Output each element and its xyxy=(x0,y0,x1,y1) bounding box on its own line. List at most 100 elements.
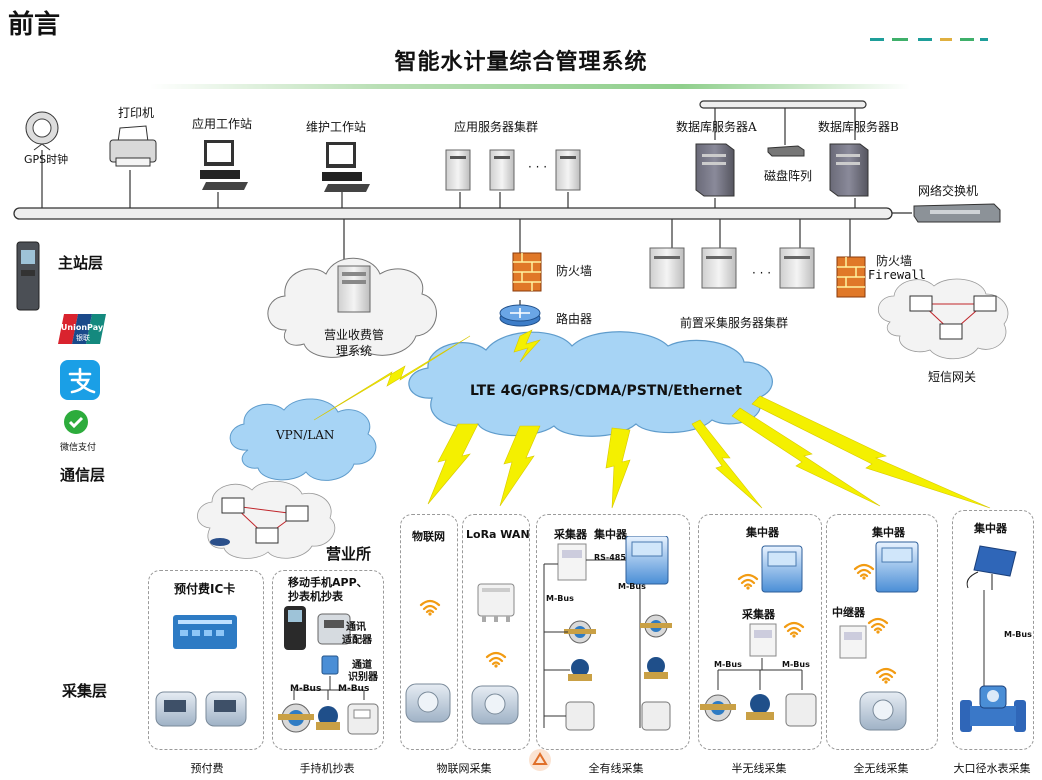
layer-master-label: 主站层 xyxy=(58,254,104,272)
full-meter-icon xyxy=(859,691,907,731)
semi-bus-2: M-Bus xyxy=(782,660,810,669)
adapter-label-1: 通讯 xyxy=(346,622,366,633)
prepaid-title: 预付费IC卡 xyxy=(174,582,236,596)
handheld-bus-2: M-Bus xyxy=(338,684,370,694)
sms-gateway-label: 短信网关 xyxy=(928,370,977,384)
wifi-icon xyxy=(867,617,889,634)
full-caption: 全无线采集 xyxy=(853,762,909,775)
prepaid-meters-icon xyxy=(155,691,247,727)
layer-collect-label: 采集层 xyxy=(62,682,108,700)
channel-label-1: 通道 xyxy=(352,660,372,671)
front-cluster-ellipsis: · · · xyxy=(752,266,772,280)
prepaid-caption: 预付费 xyxy=(190,762,224,775)
ic-card-icon xyxy=(173,615,237,649)
gps-clock-icon xyxy=(25,111,59,151)
db-bus xyxy=(699,100,867,109)
router-label: 路由器 xyxy=(556,312,593,326)
large-concentrator-label: 集中器 xyxy=(974,522,1007,535)
app-cluster-label: 应用服务器集群 xyxy=(454,120,539,134)
front-cluster-label: 前置采集服务器集群 xyxy=(680,316,789,330)
semi-bus-and-meters xyxy=(700,658,817,727)
wired-mbus-left: M-Bus xyxy=(546,594,574,603)
large-bus-line xyxy=(983,590,985,686)
lora-title: LoRa WAN xyxy=(466,528,530,541)
handheld-title-2: 抄表机抄表 xyxy=(288,590,343,603)
semi-collector-label: 采集器 xyxy=(742,608,775,621)
semi-concentrator-label: 集中器 xyxy=(746,526,779,539)
app-server-cluster-icon xyxy=(445,149,581,191)
app-workstation-icon xyxy=(200,140,248,190)
wifi-icon xyxy=(783,621,805,638)
front-server-cluster-icon xyxy=(649,247,815,289)
billing-label-1: 营业收费管 xyxy=(324,328,385,342)
semi-concentrator-icon xyxy=(761,545,803,593)
lora-gateway-icon xyxy=(477,583,515,622)
wifi-icon xyxy=(737,573,759,590)
title-underline xyxy=(150,84,910,89)
firewall-icon xyxy=(512,252,542,292)
large-concentrator-icon xyxy=(966,545,1017,590)
firewall-2-en-label: Firewall xyxy=(868,268,926,282)
wired-concentrator-label: 集中器 xyxy=(594,528,627,541)
disk-array-label: 磁盘阵列 xyxy=(764,169,813,183)
full-concentrator-icon xyxy=(875,541,919,593)
iot-caption: 物联网采集 xyxy=(436,762,492,775)
lan-backbone xyxy=(13,207,893,220)
lte-cloud xyxy=(408,331,773,437)
billing-label-2: 理系统 xyxy=(336,344,373,358)
corner-decoration xyxy=(870,38,988,41)
wifi-icon xyxy=(485,651,507,668)
office-network-icon xyxy=(210,497,309,546)
wired-rs485-label: RS-485 xyxy=(594,553,626,562)
printer-label: 打印机 xyxy=(118,106,155,120)
vpn-cloud xyxy=(229,398,377,481)
wifi-icon xyxy=(419,599,441,616)
switch-label: 网络交换机 xyxy=(918,184,979,198)
wired-caption: 全有线采集 xyxy=(588,762,644,775)
unionpay-cn-text: 银联 xyxy=(76,333,90,342)
handheld-terminal-icon xyxy=(284,606,306,650)
iot-meter-icon xyxy=(405,683,451,723)
adapter-label-2: 适配器 xyxy=(342,635,372,646)
wireless-links xyxy=(313,329,991,509)
wifi-icon xyxy=(875,667,897,684)
layer-comm-label: 通信层 xyxy=(60,466,106,484)
wechat-pay-logo xyxy=(64,410,88,434)
firewall-2-label: 防火墙 xyxy=(876,254,913,268)
large-meter-icon xyxy=(960,685,1026,732)
app-cluster-ellipsis: · · · xyxy=(528,160,548,174)
wired-topology xyxy=(543,536,672,731)
db-server-b-icon xyxy=(829,143,869,197)
channel-label-2: 识别器 xyxy=(348,672,378,683)
db-b-label: 数据库服务器B xyxy=(818,120,899,134)
network-switch-icon xyxy=(913,203,1001,223)
full-repeater-icon xyxy=(839,625,867,659)
channel-identifier-icon xyxy=(321,655,339,675)
office-label: 营业所 xyxy=(326,545,372,563)
maint-workstation-icon xyxy=(322,142,370,192)
wifi-icon xyxy=(853,563,875,580)
maint-workstation-label: 维护工作站 xyxy=(306,120,367,134)
slide-title: 前言 xyxy=(8,10,61,40)
wechat-pay-label: 微信支付 xyxy=(60,443,97,453)
gps-label: GPS时钟 xyxy=(24,153,69,166)
sms-gateway-network-icon xyxy=(909,295,997,340)
semi-caption: 半无线采集 xyxy=(731,762,787,775)
router-icon xyxy=(499,304,541,327)
disk-array-icon xyxy=(767,145,805,157)
alipay-logo xyxy=(60,360,100,400)
lte-cloud-label: LTE 4G/GPRS/CDMA/PSTN/Ethernet xyxy=(470,383,742,399)
app-workstation-label: 应用工作站 xyxy=(192,117,253,131)
full-repeater-label: 中继器 xyxy=(832,606,865,619)
full-concentrator-label: 集中器 xyxy=(872,526,905,539)
firewall-2-icon xyxy=(836,256,866,298)
semi-collector-icon xyxy=(749,623,777,657)
handheld-caption: 手持机抄表 xyxy=(299,762,355,775)
logo-mark-icon xyxy=(529,749,551,771)
db-server-a-icon xyxy=(695,143,735,197)
handheld-title-1: 移动手机APP、 xyxy=(288,576,368,589)
comm-adapter-icon xyxy=(317,613,351,645)
unionpay-logo: UnionPay 银联 xyxy=(58,314,106,344)
semi-bus-1: M-Bus xyxy=(714,660,742,669)
